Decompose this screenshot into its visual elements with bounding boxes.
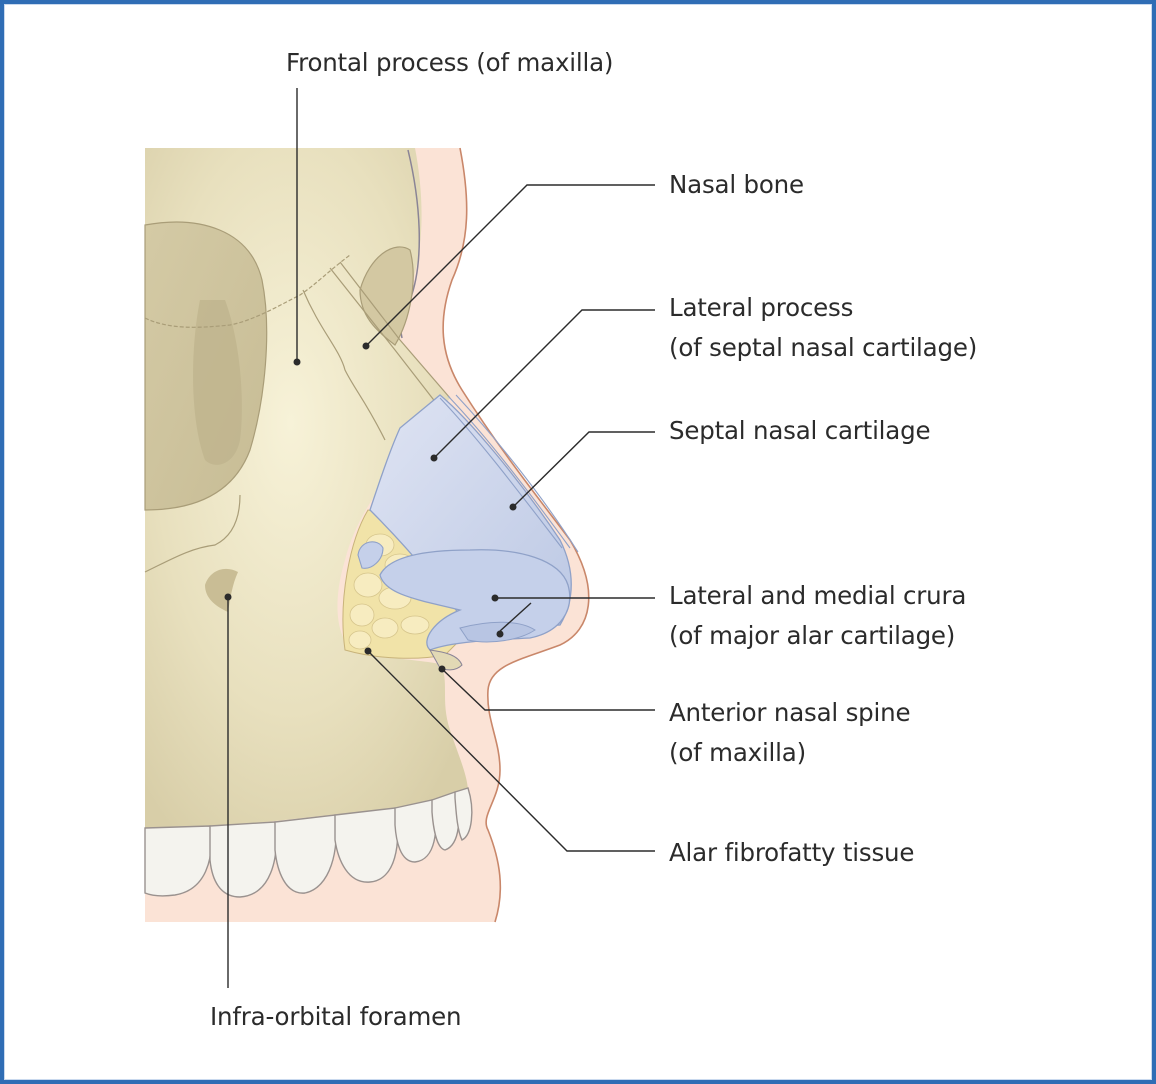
label-alar-fibrofatty-text: Alar fibrofatty tissue [669, 838, 915, 867]
label-septal-cartilage: Septal nasal cartilage [669, 411, 931, 451]
label-lateral-process-line1: Lateral process [669, 293, 854, 322]
suture-line [144, 254, 351, 328]
zygomatic-suture [144, 494, 241, 573]
leader-dots [224, 342, 517, 673]
dot-infra-orbital [224, 593, 232, 601]
accessory-cartilage [357, 541, 384, 569]
label-septal-cartilage-text: Septal nasal cartilage [669, 416, 931, 445]
dot-lateral-crus [491, 594, 499, 602]
dot-frontal-process [293, 358, 301, 366]
label-frontal-process: Frontal process (of maxilla) [286, 43, 613, 83]
leader-nasal-bone [365, 184, 655, 347]
label-nasal-bone-text: Nasal bone [669, 170, 804, 199]
leader-lateral-process [433, 309, 655, 459]
dot-medial-crus [496, 630, 504, 638]
label-infra-orbital: Infra-orbital foramen [210, 997, 462, 1037]
leader-lines [227, 88, 655, 988]
leader-alar-fibrofatty [367, 650, 655, 852]
frontal-process-border [302, 289, 386, 441]
orbit-right [359, 246, 414, 346]
dot-alar-fibrofatty [364, 647, 372, 655]
label-anterior-nasal-spine: Anterior nasal spine (of maxilla) [669, 693, 911, 773]
label-lateral-process-line2: (of septal nasal cartilage) [669, 333, 978, 362]
leader-anterior-nasal-spine [441, 668, 655, 711]
upper-teeth [144, 787, 473, 898]
label-alar-fibrofatty: Alar fibrofatty tissue [669, 833, 914, 873]
leader-septal-cartilage [512, 431, 655, 508]
dot-lateral-process [430, 454, 438, 462]
label-anterior-nasal-spine-line1: Anterior nasal spine [669, 698, 911, 727]
dot-anterior-nasal-spine [438, 665, 446, 673]
leader-crura [495, 597, 655, 632]
label-nasal-bone: Nasal bone [669, 165, 804, 205]
skin-outline [442, 147, 590, 923]
label-frontal-process-text: Frontal process (of maxilla) [286, 48, 614, 77]
label-crura-line1: Lateral and medial crura [669, 581, 967, 610]
septal-cartilage-strips [439, 394, 579, 553]
dot-septal-cartilage [509, 503, 517, 511]
infra-orbital-foramen-shape [205, 568, 238, 612]
label-crura-line2: (of major alar cartilage) [669, 621, 956, 650]
nasal-bone-borders [329, 261, 451, 409]
label-lateral-process: Lateral process (of septal nasal cartila… [669, 288, 977, 368]
label-infra-orbital-text: Infra-orbital foramen [210, 1002, 462, 1031]
dot-nasal-bone [362, 342, 370, 350]
label-anterior-nasal-spine-line2: (of maxilla) [669, 738, 806, 767]
orbit-inner-shadow [193, 300, 242, 465]
label-crura: Lateral and medial crura (of major alar … [669, 576, 966, 656]
